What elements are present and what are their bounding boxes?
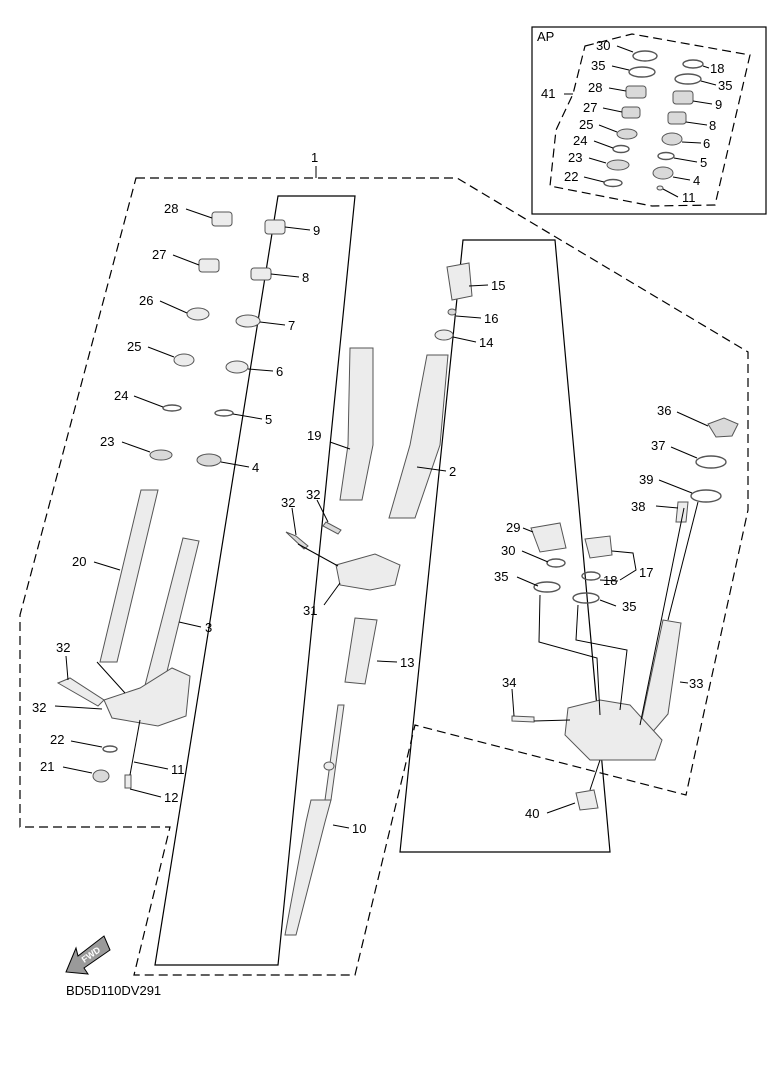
callout-3: 3 [205, 620, 212, 635]
callout-8: 8 [302, 270, 309, 285]
callout-28: 28 [164, 201, 178, 216]
callout-25: 25 [127, 339, 141, 354]
callout-24: 24 [114, 388, 128, 403]
callout-16: 16 [484, 311, 498, 326]
ap-callout-24: 24 [573, 133, 587, 148]
callout-19: 19 [307, 428, 321, 443]
callout-20: 20 [72, 554, 86, 569]
callout-31: 31 [303, 603, 317, 618]
ap-callout-6: 6 [703, 136, 710, 151]
diagram-code: BD5D110DV291 [66, 983, 161, 998]
callout-15: 15 [491, 278, 505, 293]
ap-callout-27: 27 [583, 100, 597, 115]
callout-32-center-b: 32 [306, 487, 320, 502]
callout-18: 18 [603, 573, 617, 588]
callout-22: 22 [50, 732, 64, 747]
center-fork-parts [284, 262, 473, 936]
callout-23: 23 [100, 434, 114, 449]
callout-32-left-a: 32 [56, 640, 70, 655]
ap-callout-28: 28 [588, 80, 602, 95]
leader-lines [54, 208, 709, 829]
callout-39: 39 [639, 472, 653, 487]
callout-29: 29 [506, 520, 520, 535]
callout-26: 26 [139, 293, 153, 308]
callout-9: 9 [313, 223, 320, 238]
ap-callout-4: 4 [693, 173, 700, 188]
callout-21: 21 [40, 759, 54, 774]
ap-kit-box: AP [531, 26, 767, 215]
ap-callout-22: 22 [564, 169, 578, 184]
callout-36: 36 [657, 403, 671, 418]
ap-callout-11: 11 [682, 190, 696, 205]
callout-32-left-b: 32 [32, 700, 46, 715]
callout-27: 27 [152, 247, 166, 262]
callout-4: 4 [252, 460, 259, 475]
callout-5: 5 [265, 412, 272, 427]
callout-32-center-a: 32 [281, 495, 295, 510]
callout-35-right: 35 [622, 599, 636, 614]
callout-30: 30 [501, 543, 515, 558]
ap-callout-30: 30 [596, 38, 610, 53]
callout-11: 11 [171, 762, 185, 777]
callout-17: 17 [639, 565, 653, 580]
ap-callout-35-left: 35 [591, 58, 605, 73]
ap-callout-23: 23 [568, 150, 582, 165]
ap-callout-5: 5 [700, 155, 707, 170]
callout-10: 10 [352, 821, 366, 836]
fwd-arrow-icon: FWD [65, 935, 111, 975]
ap-callout-35-right: 35 [718, 78, 732, 93]
ap-box-label: AP [537, 29, 554, 44]
ap-callout-25: 25 [579, 117, 593, 132]
callout-37: 37 [651, 438, 665, 453]
callout-34: 34 [502, 675, 516, 690]
callout-7: 7 [288, 318, 295, 333]
callout-2: 2 [449, 464, 456, 479]
left-fork-parts [56, 211, 286, 789]
callout-38: 38 [631, 499, 645, 514]
ap-callout-41: 41 [541, 86, 555, 101]
callout-12: 12 [164, 790, 178, 805]
callout-35-left: 35 [494, 569, 508, 584]
callout-1: 1 [311, 150, 318, 165]
callout-14: 14 [479, 335, 493, 350]
callout-40: 40 [525, 806, 539, 821]
ap-callout-8: 8 [709, 118, 716, 133]
ap-callout-18: 18 [710, 61, 724, 76]
callout-6: 6 [276, 364, 283, 379]
callout-33: 33 [689, 676, 703, 691]
callout-13: 13 [400, 655, 414, 670]
assembly-boundary [19, 177, 749, 976]
right-fork-parts [511, 417, 739, 811]
ap-callout-9: 9 [715, 97, 722, 112]
callout-labels: 1 2 3 4 5 6 7 8 9 10 11 12 13 14 15 16 1… [32, 38, 732, 836]
